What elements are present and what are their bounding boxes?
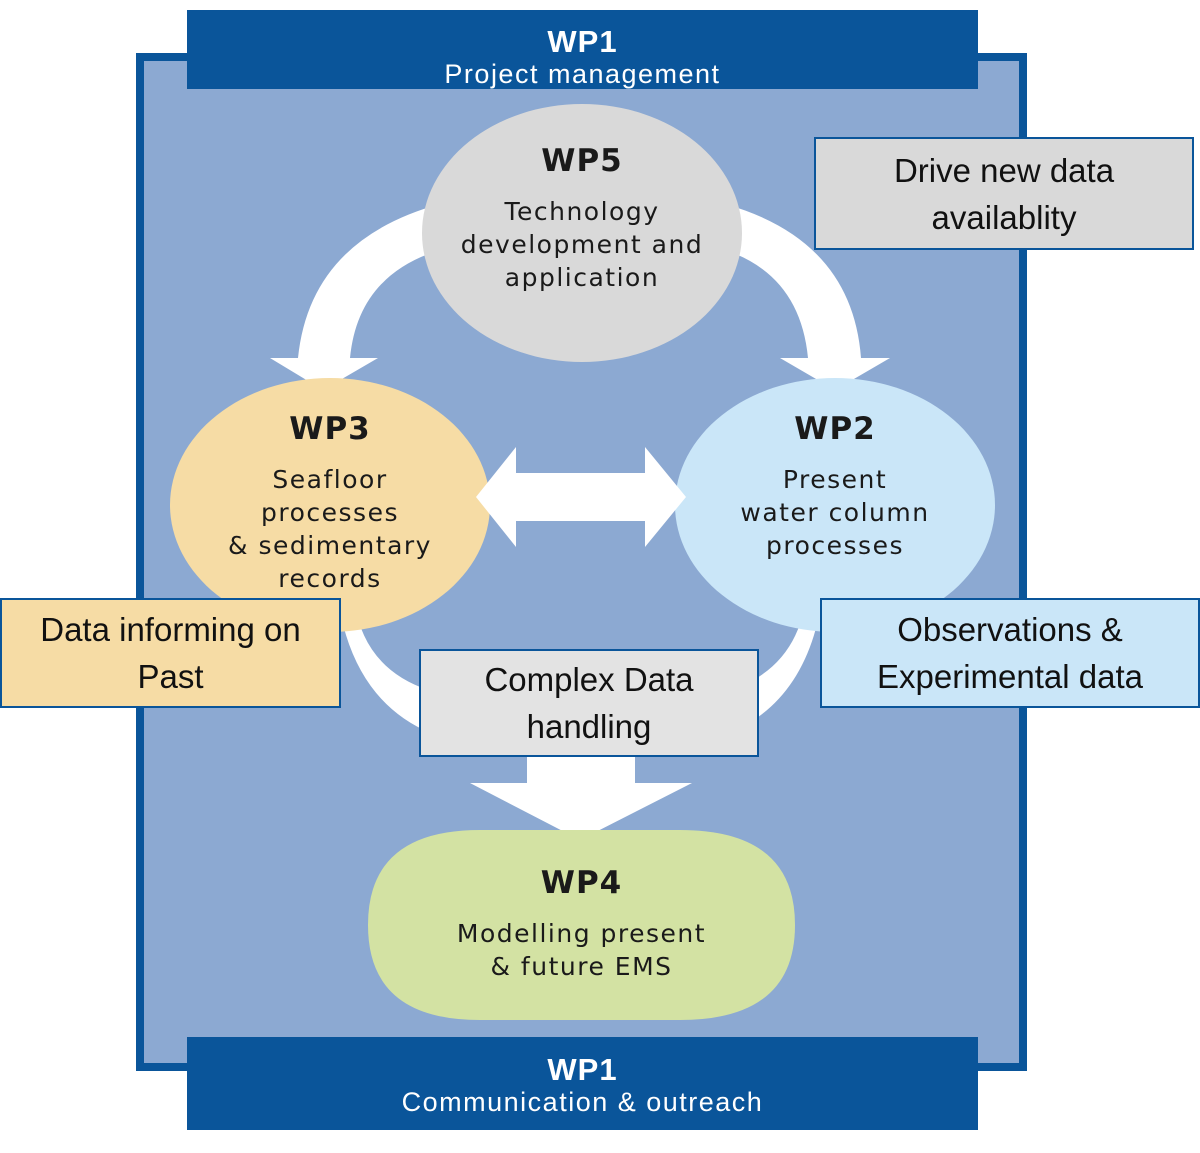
wp3-line: records <box>278 564 382 593</box>
arrow-down-to-wp4 <box>470 740 692 840</box>
wp4-text: WP4 Modelling present & future EMS <box>368 868 795 983</box>
wp4-line: Modelling present <box>456 919 707 948</box>
wp2-description: Present water column processes <box>675 463 995 562</box>
wp5-description: Technology development and application <box>422 195 742 294</box>
callout-line: Drive new data <box>893 151 1115 189</box>
callout-observations-experimental: Observations & Experimental data <box>820 598 1200 708</box>
wp4-line: & future EMS <box>490 952 673 981</box>
wp2-line: water column <box>740 498 930 527</box>
arrow-wp5-to-wp3 <box>270 204 440 390</box>
banner-project-management: WP1 Project management <box>187 10 978 89</box>
banner-top-wp: WP1 <box>547 24 618 59</box>
wp5-line: application <box>504 263 660 292</box>
callout-data-informing-past: Data informing on Past <box>0 598 341 708</box>
wp5-node[interactable] <box>422 104 742 362</box>
banner-bottom-label: Communication & outreach <box>401 1087 764 1117</box>
wp5-title: WP5 <box>541 143 623 179</box>
wp4-node[interactable] <box>368 830 795 1020</box>
wp3-line: processes <box>261 498 399 527</box>
callout-line: handling <box>526 708 652 745</box>
wp3-line: & sedimentary <box>228 531 432 560</box>
wp2-line: Present <box>782 465 888 494</box>
wp2-line: processes <box>766 531 904 560</box>
wp3-description: Seafloor processes & sedimentary records <box>170 463 490 595</box>
callout-line: availablity <box>931 198 1077 236</box>
wp5-line: development and <box>460 230 704 259</box>
wp2-title: WP2 <box>794 411 876 447</box>
callout-line: Complex Data <box>484 661 694 698</box>
wp3-line: Seafloor <box>272 465 388 494</box>
wp3-title: WP3 <box>289 411 371 447</box>
callout-line: Data informing on <box>40 611 301 648</box>
wp4-title: WP4 <box>540 865 623 901</box>
callout-line: Observations & <box>897 611 1123 648</box>
wp5-text: WP5 Technology development and applicati… <box>422 146 742 294</box>
arrow-wp5-to-wp2 <box>725 204 890 390</box>
callout-line: Experimental data <box>877 658 1143 695</box>
wp2-node[interactable] <box>675 378 995 632</box>
wp5-line: Technology <box>504 197 660 226</box>
wp3-node[interactable] <box>170 378 490 632</box>
callout-complex-data-handling: Complex Data handling <box>419 649 759 757</box>
wp4-description: Modelling present & future EMS <box>368 917 795 983</box>
banner-bottom-wp: WP1 <box>547 1052 618 1087</box>
banner-top-label: Project management <box>444 59 721 89</box>
callout-drive-new-data: Drive new data availablity <box>814 137 1194 250</box>
arrow-wp3-wp2-bidirectional <box>476 447 686 547</box>
wp3-text: WP3 Seafloor processes & sedimentary rec… <box>170 414 490 595</box>
banner-communication-outreach: WP1 Communication & outreach <box>187 1037 978 1130</box>
callout-line: Past <box>137 658 204 695</box>
wp2-text: WP2 Present water column processes <box>675 414 995 562</box>
